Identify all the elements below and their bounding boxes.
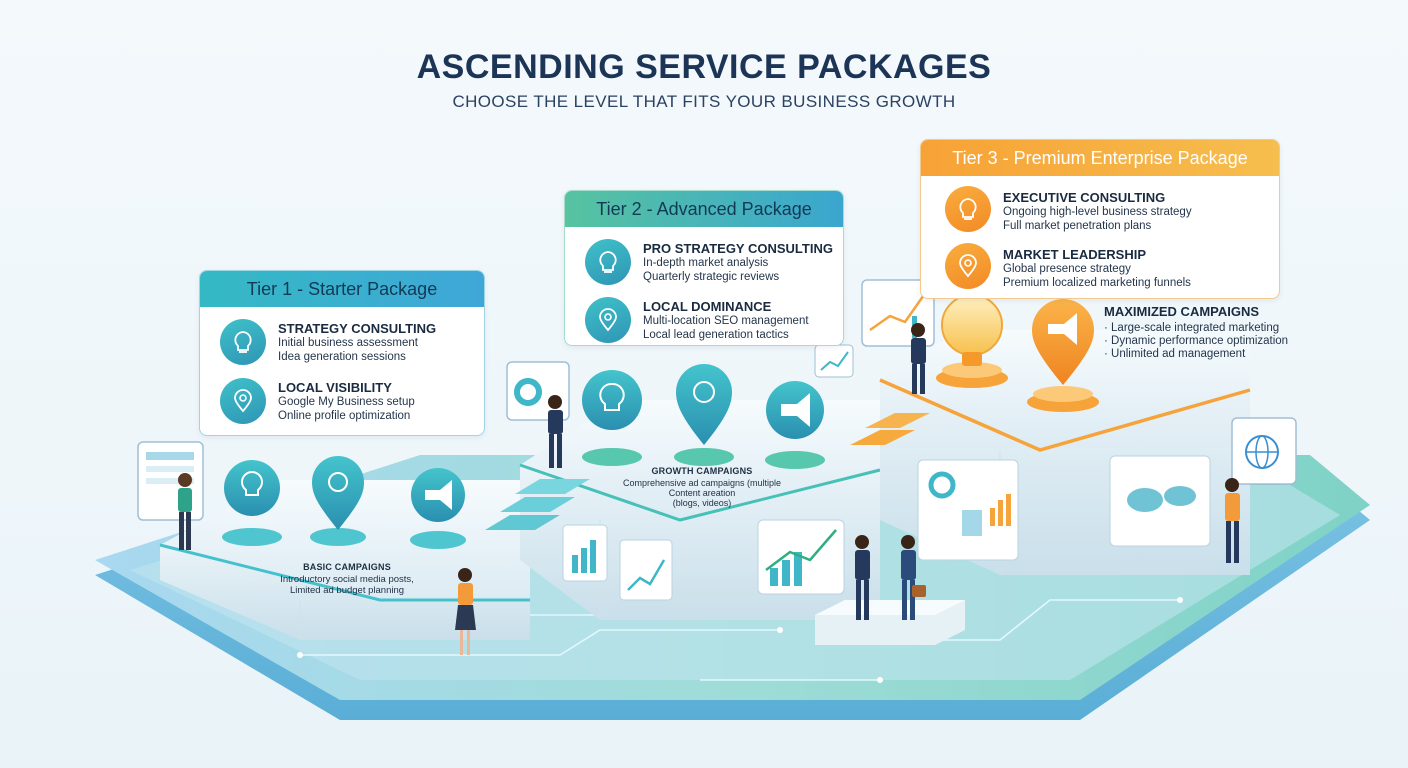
person-tier1-presenter (178, 473, 192, 550)
tier2-feature-dominance: LOCAL DOMINANCE Multi-location SEO manag… (585, 297, 840, 347)
steps-tier2-to-tier3 (850, 413, 930, 445)
campaign-line: Comprehensive ad campaigns (multiple (622, 478, 782, 488)
campaign-line: · Unlimited ad management (1104, 348, 1246, 360)
person-tier2-presenter (548, 395, 563, 468)
campaign-title: GROWTH CAMPAIGNS (651, 466, 753, 476)
tier1-feature-visibility: LOCAL VISIBILITY Google My Business setu… (220, 378, 480, 430)
feature-title: LOCAL DOMINANCE (643, 299, 772, 314)
tier2-lightbulb-icon (582, 370, 642, 466)
tier3-lightbulb-icon (936, 294, 1008, 388)
tier1-card: Tier 1 - Starter Package STRATEGY CONSUL… (199, 270, 485, 436)
feature-title: STRATEGY CONSULTING (278, 321, 437, 336)
tier1-floating-screen (137, 441, 204, 521)
tier1-location-pin-icon (310, 456, 366, 546)
handshake-platform (815, 600, 965, 645)
tier3-feature-consulting: EXECUTIVE CONSULTING Ongoing high-level … (945, 186, 1275, 236)
campaign-line: (blogs, videos) (672, 498, 732, 508)
person-tier1-woman-tablet (455, 568, 476, 655)
page-title: ASCENDING SERVICE PACKAGES (416, 48, 992, 86)
campaign-line: · Dynamic performance optimization (1104, 335, 1289, 347)
tier2-bar-chart-panel (562, 524, 608, 582)
tier3-floating-globe-screen (1231, 417, 1297, 485)
person-tier3-map-presenter (1225, 478, 1240, 563)
lightbulb-icon (220, 319, 266, 365)
tier1-feature-strategy: STRATEGY CONSULTING Initial business ass… (220, 319, 480, 371)
tier1-megaphone-icon (410, 468, 466, 549)
tier2-campaign: GROWTH CAMPAIGNS Comprehensive ad campai… (612, 466, 792, 508)
tier2-feature-strategy: PRO STRATEGY CONSULTING In-depth market … (585, 239, 840, 289)
campaign-title: MAXIMIZED CAMPAIGNS (1104, 304, 1260, 319)
feature-line: Quarterly strategic reviews (643, 271, 780, 283)
tier3-megaphone-icon (1027, 299, 1099, 412)
tier3-campaign: MAXIMIZED CAMPAIGNS · Large-scale integr… (1104, 304, 1324, 360)
tier2-floating-line-icon (814, 344, 854, 378)
campaign-line: Introductory social media posts, (280, 574, 414, 585)
tier3-world-map-screen (1109, 455, 1211, 547)
lightbulb-icon (945, 186, 991, 232)
feature-line: Idea generation sessions (278, 351, 406, 363)
tier2-header: Tier 2 - Advanced Package (565, 191, 843, 227)
tier2-card: Tier 2 - Advanced Package PRO STRATEGY C… (564, 190, 844, 346)
feature-line: Online profile optimization (278, 410, 411, 422)
page-subtitle: CHOOSE THE LEVEL THAT FITS YOUR BUSINESS… (452, 92, 956, 111)
tier3-card: Tier 3 - Premium Enterprise Package EXEC… (920, 139, 1280, 299)
feature-title: EXECUTIVE CONSULTING (1003, 190, 1166, 205)
lightbulb-icon (585, 239, 631, 285)
feature-line: In-depth market analysis (643, 257, 769, 269)
tier3-header: Tier 3 - Premium Enterprise Package (921, 140, 1279, 176)
feature-line: Initial business assessment (278, 337, 418, 349)
feature-title: LOCAL VISIBILITY (278, 380, 392, 395)
feature-title: MARKET LEADERSHIP (1003, 247, 1147, 262)
person-handshake-left (855, 535, 870, 620)
person-handshake-right (901, 535, 926, 620)
tier3-feature-leadership: MARKET LEADERSHIP Global presence strate… (945, 243, 1275, 293)
tier1-lightbulb-icon (222, 460, 282, 546)
feature-line: Local lead generation tactics (643, 329, 789, 341)
feature-line: Global presence strategy (1003, 263, 1131, 275)
tier2-growth-chart-screen (757, 519, 845, 595)
feature-line: Google My Business setup (278, 396, 415, 408)
feature-title: PRO STRATEGY CONSULTING (643, 241, 833, 256)
campaign-line: Limited ad budget planning (289, 585, 405, 596)
campaign-title: BASIC CAMPAIGNS (303, 562, 391, 572)
feature-line: Multi-location SEO management (643, 315, 809, 327)
feature-line: Ongoing high-level business strategy (1003, 206, 1192, 218)
tier2-line-chart-panel (619, 539, 673, 601)
tier1-header: Tier 1 - Starter Package (200, 271, 484, 307)
location-pin-icon (945, 243, 991, 289)
person-tier3-presenter (911, 323, 926, 394)
feature-line: Premium localized marketing funnels (1003, 277, 1191, 289)
location-pin-icon (220, 378, 266, 424)
steps-tier1-to-tier2 (485, 479, 590, 530)
location-pin-icon (585, 297, 631, 343)
tier2-location-pin-icon (674, 364, 734, 466)
campaign-line: · Large-scale integrated marketing (1104, 322, 1280, 334)
campaign-line: Content areation (668, 488, 736, 498)
feature-line: Full market penetration plans (1003, 220, 1152, 232)
tier1-campaign: BASIC CAMPAIGNS Introductory social medi… (262, 562, 432, 596)
tier3-dashboard-screen (917, 459, 1019, 561)
tier2-megaphone-icon (765, 381, 825, 469)
